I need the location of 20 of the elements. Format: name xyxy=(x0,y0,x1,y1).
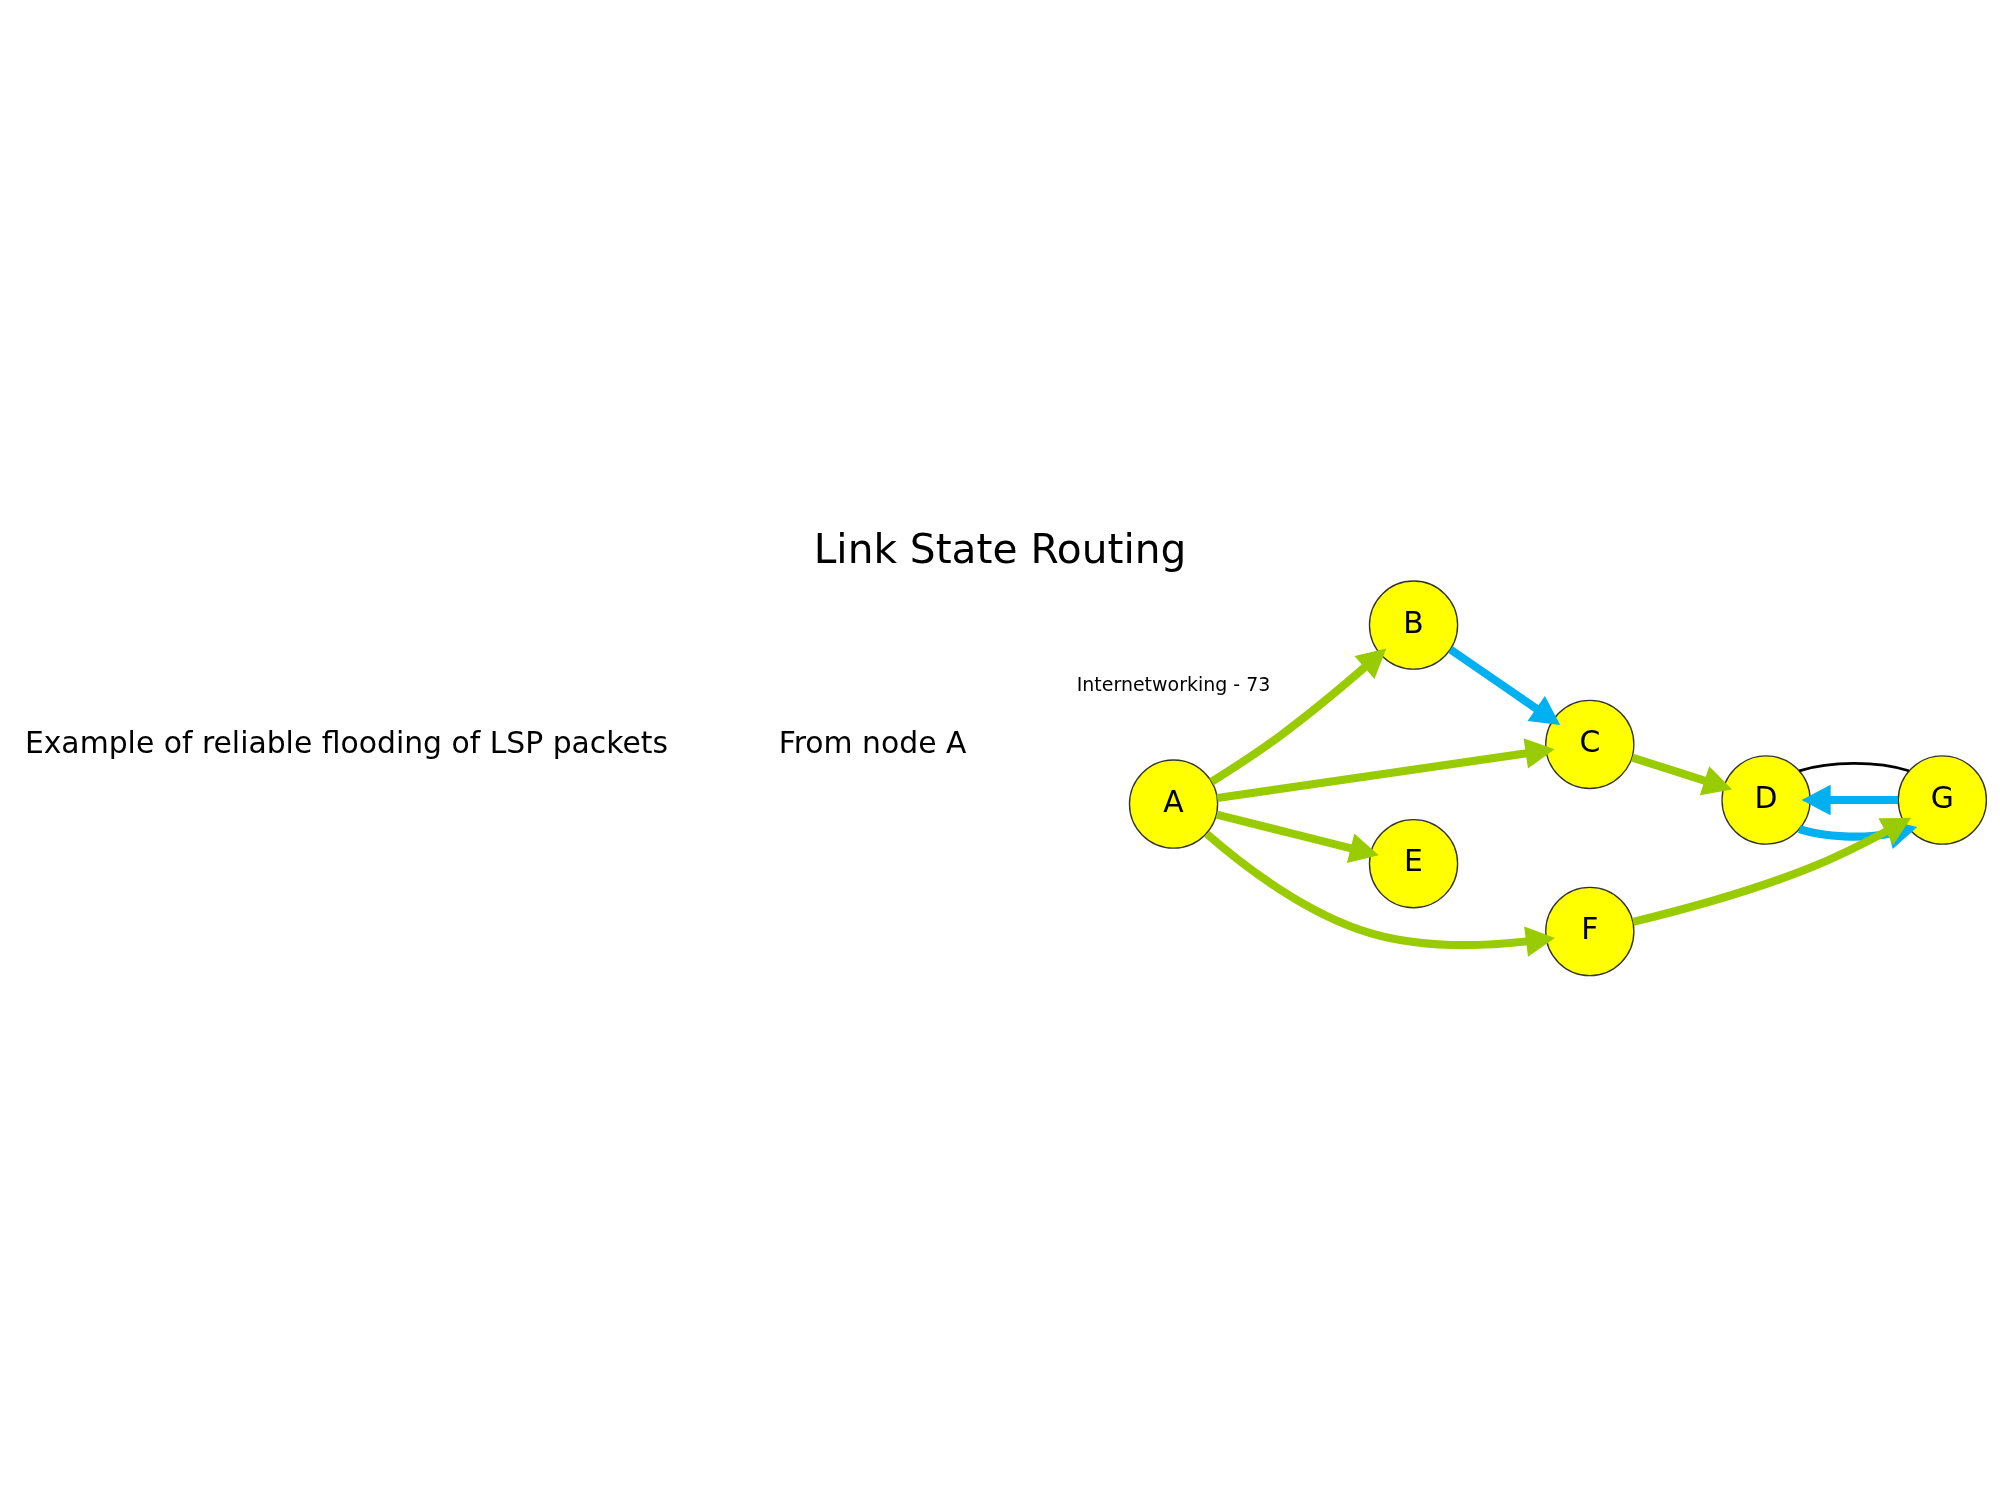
arrow xyxy=(1801,784,1898,815)
diagram-title: Link State Routing xyxy=(813,524,1187,573)
connector xyxy=(1798,761,1910,772)
arrow xyxy=(1204,830,1555,957)
arrow xyxy=(1215,810,1379,863)
node-circle: D xyxy=(1721,754,1811,845)
node-circle: C xyxy=(1545,699,1635,789)
arrow xyxy=(1631,753,1733,795)
node-circle: B xyxy=(1368,579,1459,670)
node-circle: E xyxy=(1368,818,1459,908)
node-circle: F xyxy=(1545,886,1635,976)
node-circle: A xyxy=(1128,758,1219,849)
label: Example of reliable flooding of LSP packets xyxy=(24,724,669,760)
arrow xyxy=(1216,737,1555,802)
node-circle: G xyxy=(1897,754,1988,845)
arrow xyxy=(1209,647,1387,785)
label: From node A xyxy=(778,724,967,760)
arrow xyxy=(1448,645,1561,725)
label: Internetworking - 73 xyxy=(1076,672,1271,695)
arrow xyxy=(1632,817,1912,926)
